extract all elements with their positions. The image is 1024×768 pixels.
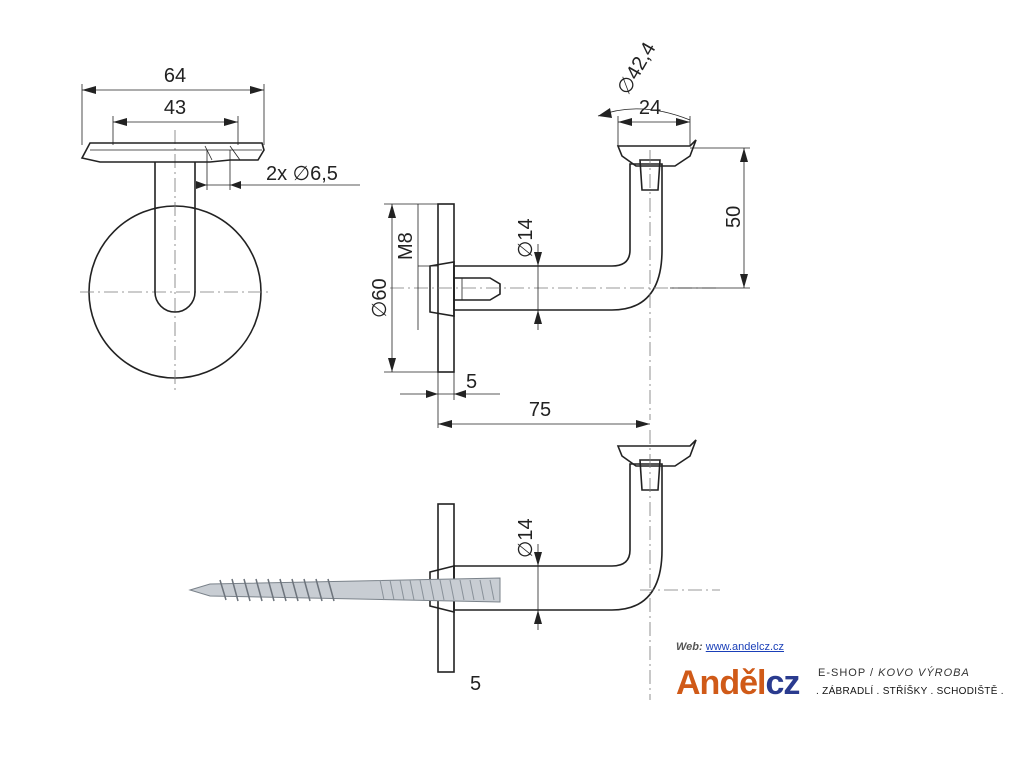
dim-holes: 2x ∅6,5 [266, 163, 338, 185]
arm-rod [154, 162, 196, 313]
dim-rod-diameter-2: ∅14 [515, 518, 537, 558]
eshop-label: E-SHOP / [818, 667, 875, 679]
tagline: . ZÁBRADLÍ . STŘÍŠKY . SCHODIŠTĚ . [816, 686, 1004, 697]
dim-reach: 75 [529, 399, 551, 421]
dim-plate-thickness-1: 5 [466, 371, 477, 393]
arm-section [453, 163, 663, 311]
dim-saddle-width: 24 [639, 97, 661, 119]
eshop-line: E-SHOP / KOVO VÝROBA [818, 667, 970, 679]
dim-tube-diameter: ∅42,4 [613, 39, 660, 99]
dim-height: 50 [723, 206, 745, 228]
dim-plate-thickness-2: 5 [470, 673, 481, 695]
brand-suffix: cz [765, 664, 800, 702]
saddle [80, 142, 265, 163]
dim-thread: M8 [395, 232, 417, 260]
web-link[interactable]: www.andelcz.cz [705, 641, 785, 653]
logo-background [672, 636, 1012, 716]
dim-rod-diameter-1: ∅14 [515, 218, 537, 258]
web-label: Web: [676, 641, 703, 653]
dim-width-total: 64 [164, 65, 186, 87]
bracket-with-screw-view: ∅14 5 [188, 430, 720, 700]
eshop-italic: KOVO VÝROBA [878, 667, 970, 679]
bracket-section-view: ∅42,4 24 50 ∅14 M8 ∅60 [369, 39, 750, 428]
brand-logo: Andělcz [676, 664, 800, 703]
dim-plate-diameter: ∅60 [369, 278, 391, 318]
web-line: Web: www.andelcz.cz [676, 641, 784, 653]
wood-screw-icon [188, 577, 501, 603]
brand-main: Anděl [676, 664, 766, 702]
dim-width-inner: 43 [164, 97, 186, 119]
bracket-top-view: 64 43 2x ∅6,5 [80, 65, 360, 390]
